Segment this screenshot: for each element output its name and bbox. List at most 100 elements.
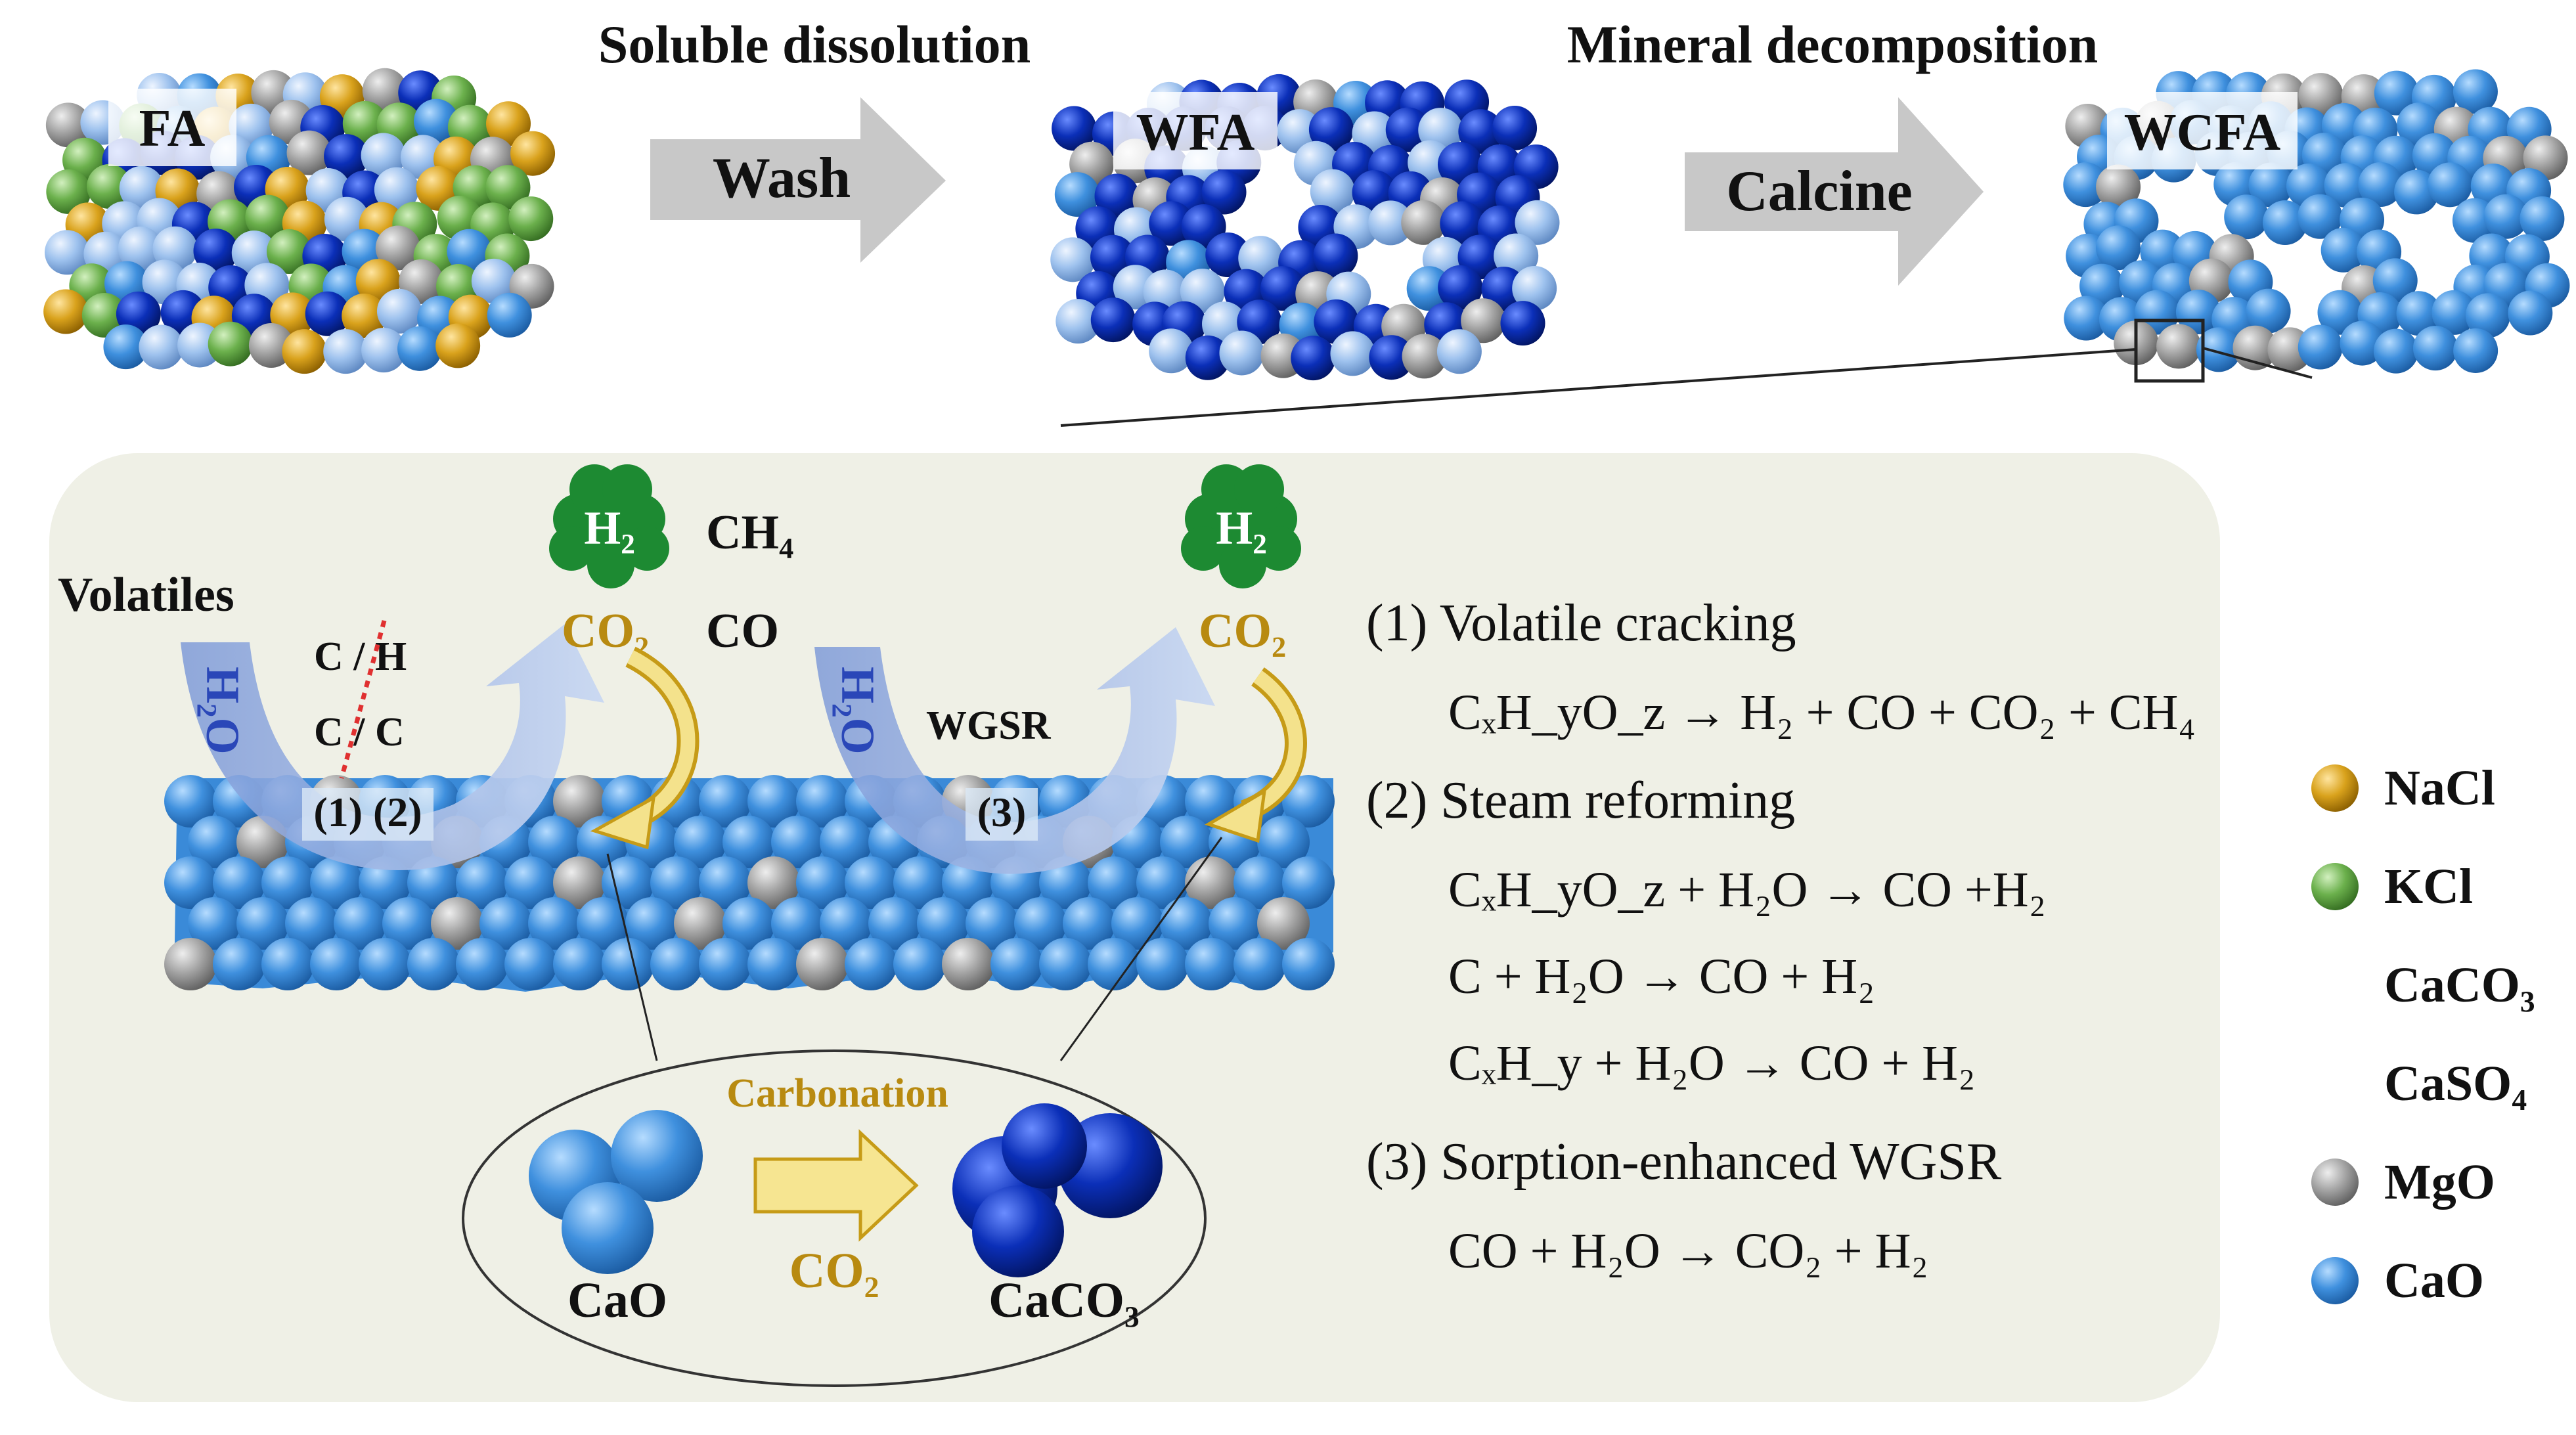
cao-sphere [1233, 938, 1286, 990]
wash-arrow: Wash [650, 97, 946, 263]
cao-sphere [868, 897, 921, 950]
reaction-title: (1) Volatile cracking [1366, 594, 1796, 652]
cao-sphere [796, 775, 849, 828]
cao-sphere [164, 856, 217, 909]
nacl-legend-marker [2311, 764, 2359, 812]
cao-sphere [1257, 816, 1310, 868]
mgo-sphere [942, 938, 994, 990]
cao-particle [2340, 320, 2385, 366]
cao-sphere [310, 938, 363, 990]
cao-sphere [213, 856, 265, 909]
caso4-particle [1219, 330, 1264, 376]
ch4-label: CH₄ [706, 506, 793, 560]
caso4-particle [1180, 269, 1225, 314]
h2-cloud-left: H₂ [549, 464, 669, 588]
cao-particle [2432, 290, 2477, 335]
cao-sphere [990, 938, 1043, 990]
cao-spheres [529, 1110, 703, 1274]
caso4-particle [1330, 331, 1375, 376]
steps-12-label: (1) (2) [313, 789, 422, 835]
cao-sphere [1039, 856, 1092, 909]
cao-sphere [625, 897, 678, 950]
cao-sphere [456, 938, 508, 990]
caco3-particle [1440, 201, 1485, 246]
wfa-label: WFA [1136, 104, 1255, 162]
cao-sphere [213, 938, 265, 990]
cao-label: CaO [567, 1273, 667, 1328]
cao-sphere [893, 938, 946, 990]
cao-particle [2374, 70, 2419, 116]
cao-legend-marker [2311, 1257, 2359, 1304]
step2-title: Mineral decomposition [1567, 14, 2099, 74]
cao-particle [2246, 288, 2291, 334]
cao-sphere [1185, 938, 1237, 990]
cao-particle [2396, 291, 2441, 336]
cao-particle [2324, 163, 2369, 208]
cao-particle [2358, 162, 2403, 208]
cao-sphere [382, 897, 435, 950]
co2-capture-arrow-right [1204, 667, 1307, 843]
cao-sphere [407, 856, 460, 909]
legend-label: NaCl [2384, 761, 2495, 816]
volatiles-label: Volatiles [58, 568, 234, 622]
kcl-particle [508, 196, 554, 242]
caso4-particle [1368, 200, 1413, 246]
carbonation-co2-label: CO₂ [789, 1243, 879, 1298]
cao-sphere [1233, 856, 1286, 909]
bond-cc-label: C / C [314, 710, 405, 755]
step-3-label: (3) [977, 789, 1027, 835]
caso-legend-marker [2311, 1060, 2359, 1107]
cao-sphere [1160, 897, 1212, 950]
carbonation-arrow [753, 1129, 919, 1242]
caco3-particle [1385, 107, 1431, 152]
mgo-sphere [553, 775, 606, 828]
wcfa-label: WCFA [2124, 104, 2281, 162]
calcine-arrow: Calcine [1685, 97, 1984, 286]
cao-particle [447, 229, 492, 274]
wash-label: Wash [713, 146, 851, 210]
cao-particle [2412, 326, 2458, 371]
caco3-label: CaCO₃ [988, 1273, 1140, 1328]
cao-particle [2394, 169, 2439, 215]
cao-sphere [722, 816, 775, 868]
caso4-particle [118, 226, 163, 271]
cao-sphere [699, 775, 751, 828]
cao-sphere [699, 938, 751, 990]
cao-sphere [1088, 856, 1140, 909]
caso4-particle [1512, 266, 1557, 311]
cao-sphere [1136, 856, 1189, 909]
bond-break-line [339, 620, 387, 779]
h2o-arrow-left [181, 624, 604, 871]
caso4-particle [1310, 169, 1355, 214]
mgo-sphere [796, 938, 849, 990]
mgo-particle [286, 130, 332, 175]
cao-sphere [188, 897, 240, 950]
nacl-particle [486, 101, 531, 146]
kcl-particle [81, 292, 127, 338]
caco3-particle [1205, 232, 1251, 277]
wgsr-label: WGSR [926, 703, 1052, 748]
cao-particle [2224, 194, 2269, 240]
zoom-line-right [2202, 347, 2313, 379]
cao-particle [2483, 194, 2529, 239]
caso4-particle [323, 329, 368, 374]
cao-sphere [845, 856, 897, 909]
caso4-particle [361, 133, 406, 178]
h2-cloud-right: H₂ [1181, 464, 1301, 588]
cao-sphere [845, 938, 897, 990]
legend-label: CaSO₄ [2384, 1056, 2527, 1111]
cao-particle [2096, 225, 2141, 271]
cao-particle [2321, 227, 2366, 273]
cao-particle [2465, 293, 2510, 338]
caco3-particle [1492, 105, 1538, 150]
cao-particle [2317, 290, 2363, 335]
cao-particle [487, 292, 532, 338]
caco3-particle [1185, 335, 1230, 380]
reaction-title: (3) Sorption-enhanced WGSR [1366, 1133, 2002, 1191]
caco-legend-marker [2311, 961, 2359, 1009]
cao-sphere [893, 856, 946, 909]
cao-sphere [917, 897, 969, 950]
kcl-particle [245, 194, 290, 240]
wfa-label-box: WFA [1113, 92, 1277, 169]
